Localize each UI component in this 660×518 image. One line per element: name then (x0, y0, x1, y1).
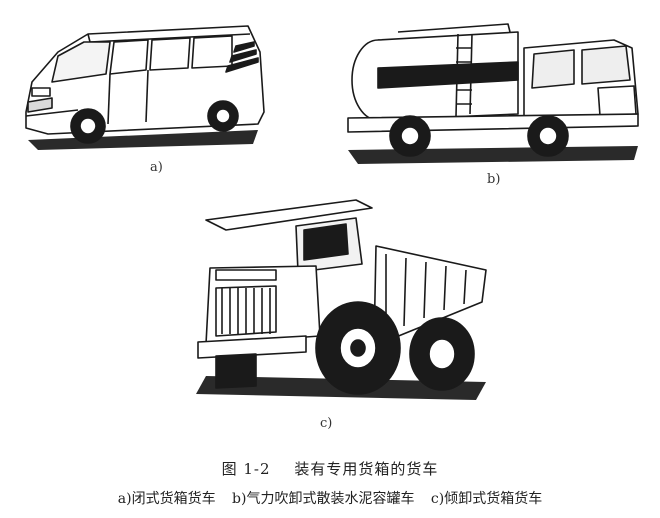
tanker-illustration (338, 18, 648, 168)
figure-legend: a)闭式货箱货车 b)气力吹卸式散装水泥容罐车 c)倾卸式货箱货车 (0, 488, 660, 508)
panel-c-label: c) (320, 416, 333, 431)
panel-a-label: a) (150, 160, 163, 175)
figure-number: 图 1-2 (221, 460, 271, 478)
van-illustration (18, 12, 268, 157)
legend-item-b: b)气力吹卸式散装水泥容罐车 (232, 491, 415, 507)
panel-b-label: b) (487, 172, 501, 187)
legend-item-c: c)倾卸式货箱货车 (430, 491, 543, 507)
cement-tanker-icon (347, 23, 639, 164)
closed-van-icon (25, 25, 265, 150)
dump-truck-icon (196, 199, 487, 400)
figure-title: 装有专用货箱的货车 (294, 460, 439, 478)
legend-item-a: a)闭式货箱货车 (117, 491, 216, 507)
dump-truck-illustration (186, 196, 496, 406)
figure-caption-title: 图 1-2 装有专用货箱的货车 (0, 458, 660, 479)
